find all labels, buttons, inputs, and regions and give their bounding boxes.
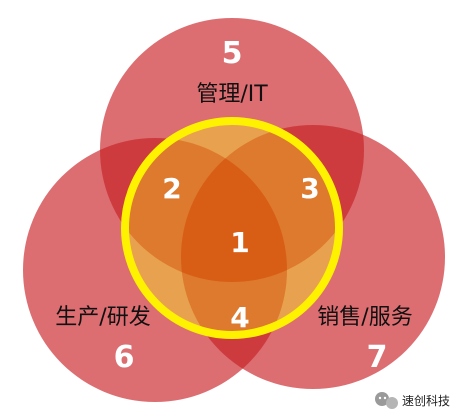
label-sales-service: 销售/服务 xyxy=(317,305,412,330)
number-overlap-3: 3 xyxy=(300,172,319,205)
number-overlap-4: 4 xyxy=(230,301,249,334)
number-production: 6 xyxy=(114,340,135,375)
highlight-ring xyxy=(121,117,343,339)
watermark: 速创科技 xyxy=(375,392,450,409)
center-overlap xyxy=(181,138,287,282)
label-management-it: 管理/IT xyxy=(196,82,268,107)
watermark-text: 速创科技 xyxy=(402,394,450,408)
wechat-icon xyxy=(375,392,398,409)
highlight-region xyxy=(125,121,339,335)
number-management: 5 xyxy=(222,36,243,71)
number-sales: 7 xyxy=(367,340,388,375)
number-center: 1 xyxy=(230,226,249,259)
label-production-rd: 生产/研发 xyxy=(55,305,150,330)
number-overlap-2: 2 xyxy=(162,172,181,205)
